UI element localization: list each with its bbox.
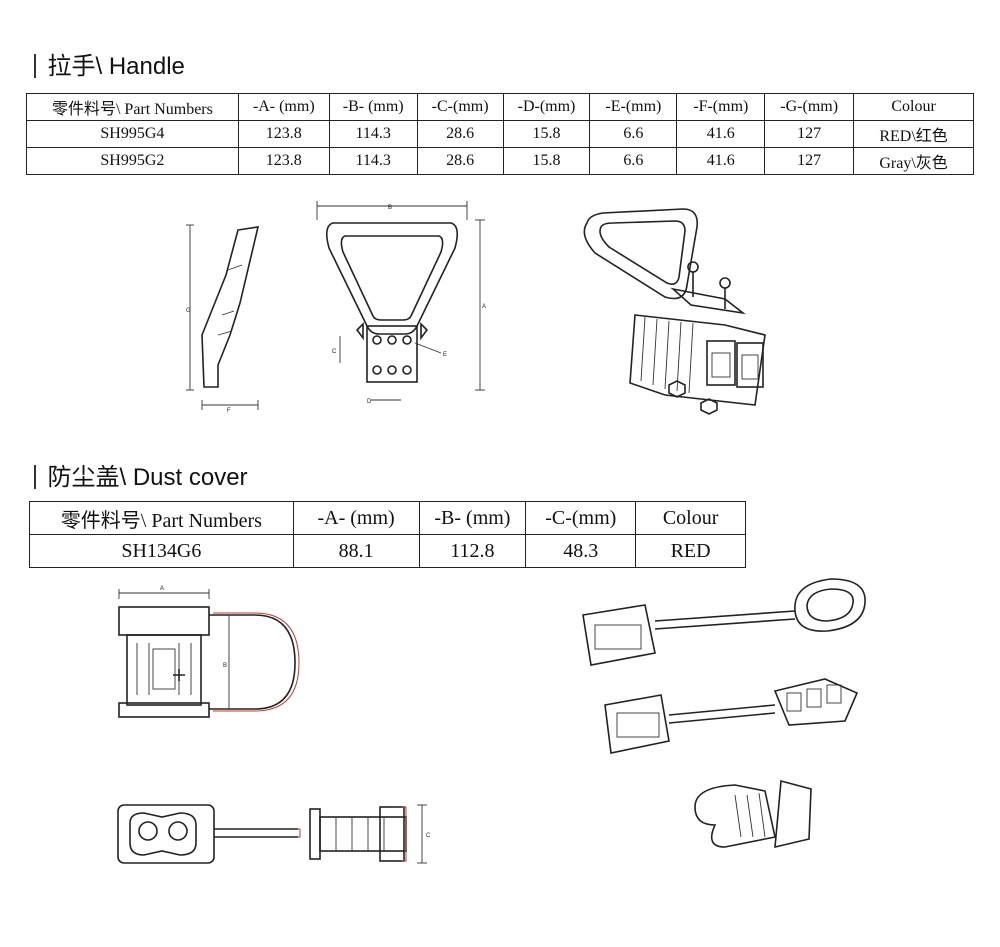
dust-cover-title-text: 防尘盖\ Dust cover (47, 464, 248, 491)
handle-section-title: 拉手\ Handle (34, 46, 185, 81)
handle-isometric-drawing (583, 208, 766, 415)
handle-spec-table: 零件料号\ Part Numbers-A- (mm)-B- (mm)-C-(mm… (26, 93, 974, 175)
handle-col-header: -E-(mm) (589, 93, 678, 121)
dim-label-f: F (227, 408, 231, 414)
handle-col-header: -B- (mm) (328, 93, 418, 121)
handle-title-text: 拉手\ Handle (47, 53, 185, 80)
table-cell: 127 (764, 147, 855, 175)
dim-label-c: C (426, 833, 431, 839)
dust-cover-spec-table: 零件料号\ Part Numbers-A- (mm)-B- (mm)-C-(mm… (29, 501, 746, 568)
table-cell: 88.1 (292, 534, 420, 568)
handle-col-header: -D-(mm) (502, 93, 591, 121)
dim-label-c: C (332, 349, 337, 355)
table-cell: 15.8 (502, 120, 591, 148)
dust-cover-isometric-drawing (582, 578, 866, 849)
handle-col-header: -A- (mm) (237, 93, 330, 121)
table-cell: 127 (764, 120, 855, 148)
dim-label-b: B (223, 663, 227, 669)
handle-col-header: -F-(mm) (676, 93, 766, 121)
dust-col-header: Colour (635, 501, 746, 535)
title-bar (34, 465, 36, 489)
dust-col-header: -B- (mm) (418, 501, 527, 535)
dust-cover-bottom-views-drawing: C (117, 804, 431, 864)
table-cell: RED\红色 (853, 120, 974, 148)
table-cell: 15.8 (502, 147, 591, 175)
handle-col-header: -C-(mm) (416, 93, 504, 121)
dim-label-a: A (482, 304, 486, 310)
table-cell: 6.6 (589, 147, 678, 175)
table-cell: 41.6 (676, 147, 766, 175)
dust-col-header: -C-(mm) (525, 501, 637, 535)
table-cell: 114.3 (328, 120, 418, 148)
dim-label-e: E (443, 352, 447, 358)
table-cell: SH995G4 (26, 120, 239, 148)
table-cell: 114.3 (328, 147, 418, 175)
handle-col-header: Colour (853, 93, 974, 121)
handle-col-header: -G-(mm) (764, 93, 855, 121)
title-bar (34, 54, 36, 78)
table-cell: 28.6 (416, 120, 504, 148)
handle-side-view-drawing: G F (186, 224, 260, 414)
dust-cover-front-view-drawing: A B (118, 586, 300, 718)
handle-front-view-drawing: B A C D E (316, 201, 486, 405)
dim-label-b: B (388, 205, 392, 211)
table-cell: 123.8 (237, 147, 330, 175)
dust-col-header: -A- (mm) (292, 501, 420, 535)
handle-header-row: 零件料号\ Part Numbers-A- (mm)-B- (mm)-C-(mm… (26, 93, 974, 121)
dim-label-g: G (186, 308, 191, 314)
table-cell: 28.6 (416, 147, 504, 175)
table-cell: SH134G6 (29, 534, 294, 568)
table-cell: 48.3 (525, 534, 637, 568)
table-cell: SH995G2 (26, 147, 239, 175)
dust-col-header: 零件料号\ Part Numbers (29, 501, 294, 535)
handle-col-header: 零件料号\ Part Numbers (26, 93, 239, 121)
dust-header-row: 零件料号\ Part Numbers-A- (mm)-B- (mm)-C-(mm… (29, 501, 746, 535)
table-cell: 112.8 (418, 534, 527, 568)
table-cell: 41.6 (676, 120, 766, 148)
table-cell: RED (635, 534, 746, 568)
dim-label-d: D (367, 399, 372, 405)
dust-cover-section-title: 防尘盖\ Dust cover (34, 457, 248, 492)
table-cell: Gray\灰色 (853, 147, 974, 175)
table-cell: 123.8 (237, 120, 330, 148)
table-cell: 6.6 (589, 120, 678, 148)
dim-label-a: A (160, 586, 164, 592)
